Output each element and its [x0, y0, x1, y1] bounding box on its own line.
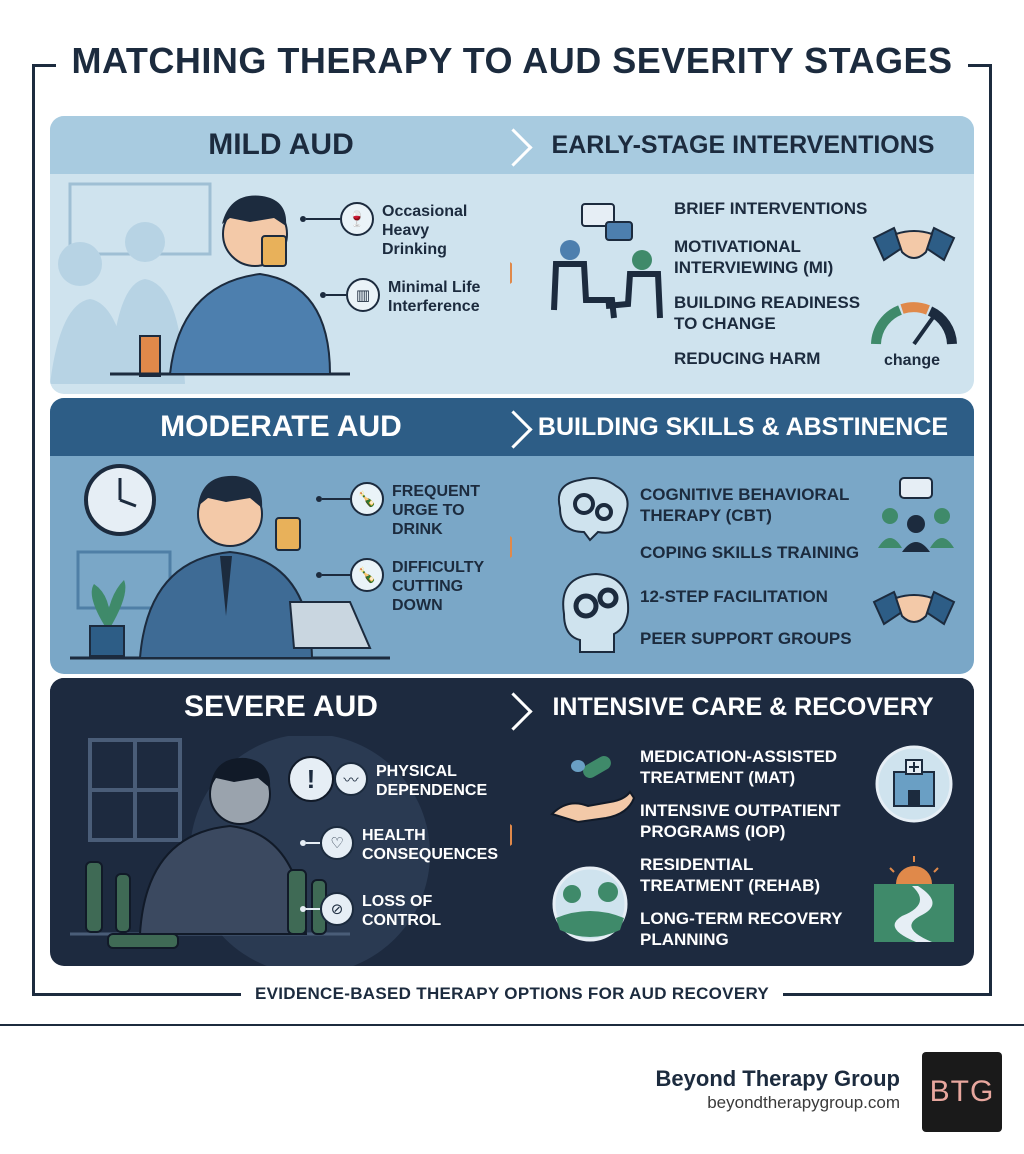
therapy-residential: RESIDENTIAL TREATMENT (REHAB) [640, 855, 821, 895]
sign-frequent-urge: 🍾 FREQUENT URGE TO DRINK [316, 482, 492, 539]
mild-aud-panel: MILD AUD 🍷 Occasional Heavy Drinking ▥ M… [50, 116, 512, 394]
heart-icon: ♡ [320, 826, 354, 860]
divider [0, 1024, 1024, 1026]
handshake-icon [872, 590, 956, 626]
mild-aud-heading: MILD AUD [50, 116, 512, 174]
no-control-icon: ⊘ [320, 892, 354, 926]
moderate-aud-panel: MODERATE AUD 🍾 FREQUENT URGE TO DRINK 🍾 … [50, 398, 512, 674]
severe-aud-heading: SEVERE AUD [50, 678, 512, 736]
therapy-motivational-interviewing: MOTIVATIONAL INTERVIEWING (MI) [674, 237, 834, 277]
footer-caption: EVIDENCE-BASED THERAPY OPTIONS FOR AUD R… [240, 984, 784, 1004]
bottle-icon: 🍾 [350, 482, 384, 516]
building-skills-heading: BUILDING SKILLS & ABSTINENCE [512, 398, 974, 456]
alert-icon: ! [288, 756, 334, 802]
therapy-building-readiness: BUILDING READINESS TO CHANGE [674, 293, 861, 333]
brain-gears-icon [558, 477, 629, 542]
therapy-mat: MEDICATION-ASSISTED TREATMENT (MAT) [640, 747, 838, 787]
therapy-long-term-recovery: LONG-TERM RECOVERY PLANNING [640, 909, 843, 949]
intensive-care-heading: INTENSIVE CARE & RECOVERY [512, 678, 974, 736]
sign-health-consequences: ♡ HEALTH CONSEQUENCES [300, 826, 498, 864]
sign-loss-of-control: ⊘ LOSS OF CONTROL [300, 892, 462, 930]
mild-drinking-scene [50, 182, 350, 384]
gauge-label: change [884, 352, 941, 369]
brand-url[interactable]: beyondtherapygroup.com [707, 1093, 900, 1112]
early-stage-panel: EARLY-STAGE INTERVENTIONS BRIEF INTERVEN… [512, 116, 974, 394]
medication-hand-icon [550, 756, 636, 824]
change-gauge-icon [871, 302, 957, 346]
building-skills-panel: BUILDING SKILLS & ABSTINENCE COGNITIVE B… [512, 398, 974, 674]
group-support-icon [878, 477, 954, 552]
head-gears-icon [562, 572, 630, 653]
page-title: MATCHING THERAPY TO AUD SEVERITY STAGES [55, 40, 969, 82]
handshake-icon [872, 226, 956, 262]
moderate-aud-heading: MODERATE AUD [50, 398, 512, 456]
heartbeat-icon: 〰 [334, 762, 368, 796]
sunrise-road-icon [874, 856, 954, 942]
therapy-peer-support: PEER SUPPORT GROUPS [640, 629, 852, 648]
brand-logo: BTG [922, 1052, 1002, 1132]
bottle-icon: 🍾 [350, 558, 384, 592]
bar-chart-icon: ▥ [346, 278, 380, 312]
moderate-drinking-scene [70, 464, 390, 660]
therapy-iop: INTENSIVE OUTPATIENT PROGRAMS (IOP) [640, 801, 841, 841]
hospital-icon [875, 745, 953, 823]
severe-aud-panel: SEVERE AUD ! 〰 PHYSICAL DEPENDENCE ♡ HEA… [50, 678, 512, 966]
nature-recovery-icon [552, 866, 628, 942]
sign-difficulty-cutting-down: 🍾 DIFFICULTY CUTTING DOWN [316, 558, 492, 615]
therapy-12-step: 12-STEP FACILITATION [640, 587, 828, 606]
sign-physical-dependence: 〰 PHYSICAL DEPENDENCE [334, 762, 496, 800]
therapy-brief-interventions: BRIEF INTERVENTIONS [674, 199, 868, 218]
brand-name: Beyond Therapy Group [655, 1066, 900, 1091]
therapy-reducing-harm: REDUCING HARM [674, 349, 821, 368]
therapy-coping-skills: COPING SKILLS TRAINING [640, 543, 860, 562]
intensive-care-panel: INTENSIVE CARE & RECOVERY MEDICATION-ASS… [512, 678, 974, 966]
early-stage-heading: EARLY-STAGE INTERVENTIONS [512, 116, 974, 174]
wine-glass-icon: 🍷 [340, 202, 374, 236]
therapy-cbt: COGNITIVE BEHAVIORAL THERAPY (CBT) [640, 485, 850, 525]
sign-occasional-heavy-drinking: 🍷 Occasional Heavy Drinking [300, 202, 492, 259]
severe-drinking-scene [70, 734, 430, 966]
counseling-session-icon [551, 203, 663, 319]
sign-minimal-life-interference: ▥ Minimal Life Interference [320, 278, 508, 316]
